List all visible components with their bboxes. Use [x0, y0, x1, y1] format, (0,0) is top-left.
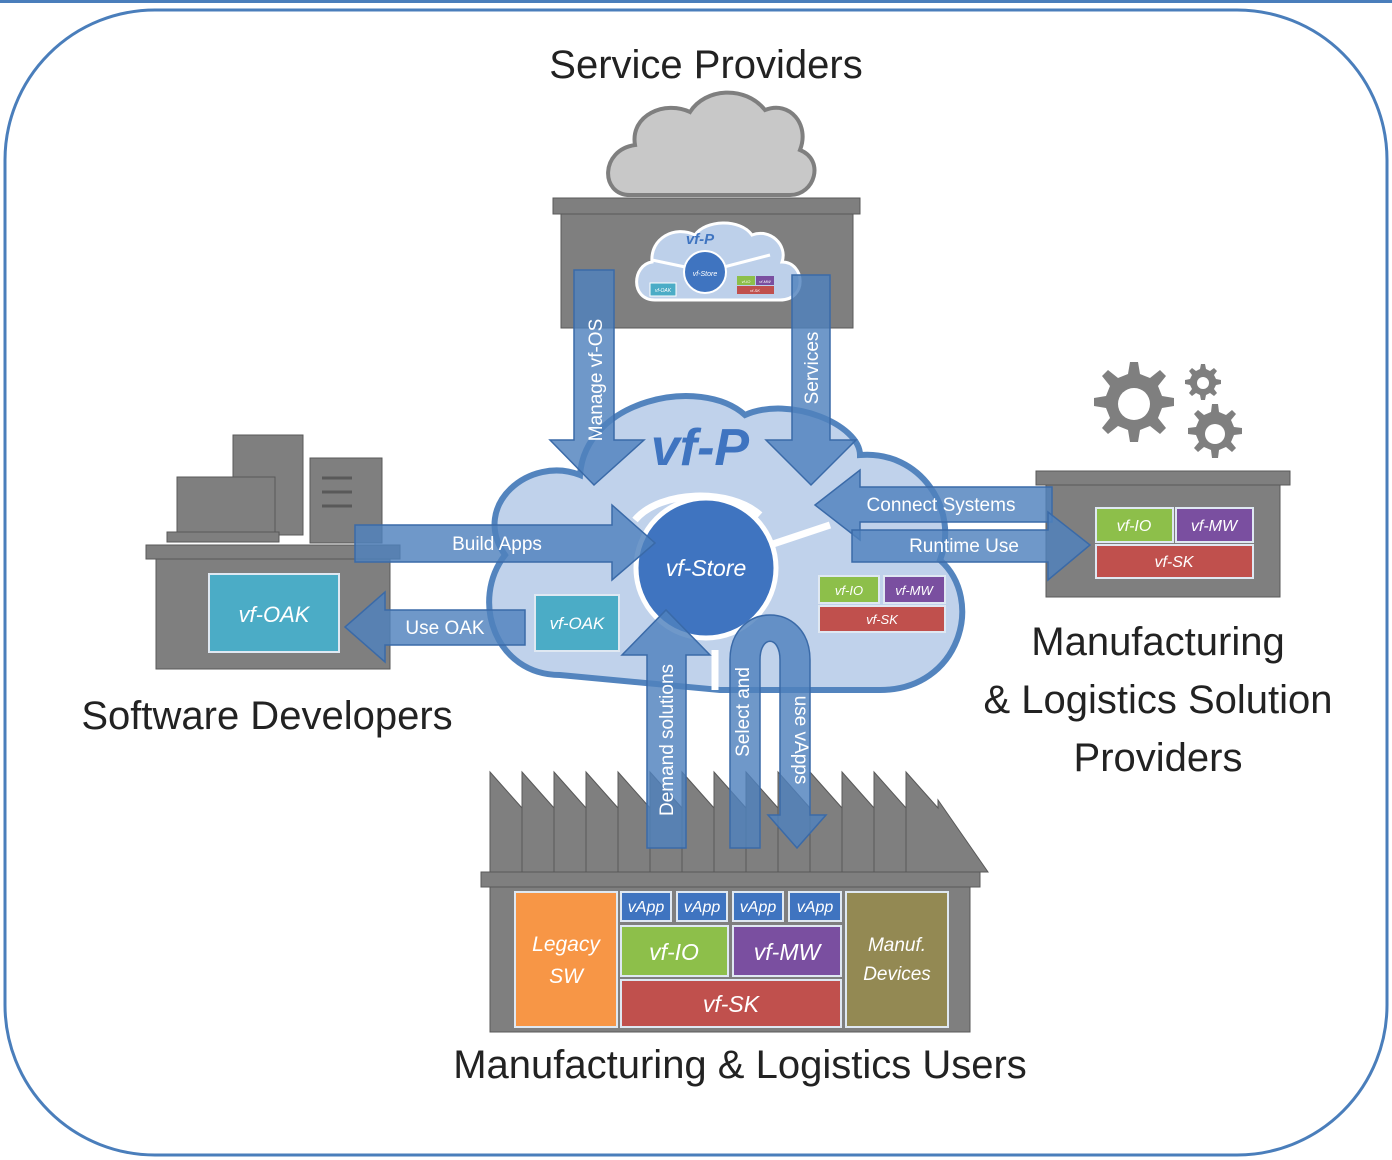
platform-mw-box — [883, 575, 946, 604]
build-apps-label: Build Apps — [452, 534, 542, 555]
platform-oak-label: vf-OAK — [550, 614, 605, 633]
vapp-label-3: vApp — [740, 899, 777, 916]
build-apps-arrow — [354, 503, 657, 582]
server-roof — [552, 197, 861, 215]
select-use-arrow — [729, 614, 828, 850]
mini-platform-cloud — [635, 221, 802, 302]
mini-platform-title: vf-P — [686, 231, 715, 248]
provider-sk-box — [1095, 544, 1254, 579]
use-oak-label: Use OAK — [405, 618, 485, 639]
service-providers-label: Service Providers — [549, 43, 862, 87]
connect-systems-arrow — [813, 468, 1053, 542]
provider-mw-box — [1175, 507, 1254, 543]
devices-line-2: Devices — [863, 964, 931, 985]
developer-oak-label: vf-OAK — [239, 602, 311, 627]
connect-systems-label: Connect Systems — [867, 495, 1016, 516]
vapp-box-3 — [732, 891, 784, 922]
solution-providers-line-1: Manufacturing — [1031, 620, 1284, 664]
platform-sk-box — [818, 605, 946, 633]
vapp-box-4 — [788, 891, 842, 922]
software-developers-label: Software Developers — [81, 694, 452, 738]
use-vapps-label: use vApps — [790, 696, 811, 785]
solution-providers-line-2: & Logistics Solution — [983, 678, 1332, 722]
platform-title: vf-P — [651, 419, 750, 477]
devices-line-1: Manuf. — [868, 935, 926, 956]
runtime-use-label: Runtime Use — [909, 536, 1019, 557]
demand-label: Demand solutions — [657, 664, 678, 816]
top-border-line — [0, 0, 1392, 3]
runtime-use-arrow — [851, 510, 1092, 582]
users-label: Manufacturing & Logistics Users — [453, 1043, 1027, 1087]
legacy-line-1: Legacy — [532, 933, 601, 956]
mini-mw-label: vf-MW — [759, 279, 772, 284]
factory-sk-box — [620, 979, 842, 1028]
vapp-box-1 — [620, 891, 672, 922]
demand-arrow — [620, 608, 712, 849]
provider-roof — [1035, 470, 1291, 486]
factory-mw-label: vf-MW — [754, 939, 823, 965]
use-oak-arrow — [343, 590, 526, 664]
factory-ledge — [480, 871, 981, 888]
platform-oak-box — [534, 594, 620, 652]
provider-io-label: vf-IO — [1117, 518, 1152, 535]
manuf-devices-box — [845, 891, 949, 1028]
mini-oak-label: vf-OAK — [655, 288, 672, 294]
legacy-sw-box — [514, 891, 618, 1028]
select-label: Select and — [733, 667, 754, 757]
mini-sk-box — [737, 286, 774, 294]
services-arrow — [764, 274, 858, 487]
mini-io-box — [737, 276, 755, 285]
platform-io-label: vf-IO — [835, 583, 863, 598]
platform-sk-label: vf-SK — [866, 612, 899, 627]
developer-oak-box — [208, 573, 340, 653]
vapp-label-4: vApp — [797, 899, 834, 916]
platform-mw-label: vf-MW — [895, 583, 934, 598]
factory-io-box — [620, 925, 729, 977]
provider-mw-label: vf-MW — [1191, 518, 1239, 535]
mini-oak-box — [649, 282, 677, 297]
legacy-line-2: SW — [549, 965, 585, 988]
manage-arrow — [548, 269, 646, 487]
mini-store-circle — [683, 250, 727, 294]
platform-io-box — [818, 575, 880, 604]
mini-store-label: vf-Store — [693, 271, 718, 278]
mini-sk-label: vf-SK — [750, 288, 760, 293]
solution-providers-line-3: Providers — [1074, 736, 1243, 780]
provider-io-box — [1095, 507, 1174, 543]
mini-io-label: vf-IO — [742, 279, 751, 284]
services-label: Services — [802, 332, 823, 405]
vapp-label-2: vApp — [684, 899, 721, 916]
mini-mw-box — [756, 276, 774, 285]
vapp-box-2 — [676, 891, 728, 922]
vf-store-label: vf-Store — [666, 555, 747, 581]
provider-sk-label: vf-SK — [1154, 554, 1194, 571]
factory-io-label: vf-IO — [649, 939, 699, 965]
gears-icon — [1094, 362, 1242, 458]
manage-label: Manage vf-OS — [586, 319, 607, 442]
vf-store-circle — [633, 495, 779, 641]
vapp-label-1: vApp — [628, 899, 665, 916]
service-provider-cloud-icon — [606, 90, 817, 197]
factory-mw-box — [732, 925, 842, 977]
factory-sk-label: vf-SK — [703, 991, 761, 1017]
